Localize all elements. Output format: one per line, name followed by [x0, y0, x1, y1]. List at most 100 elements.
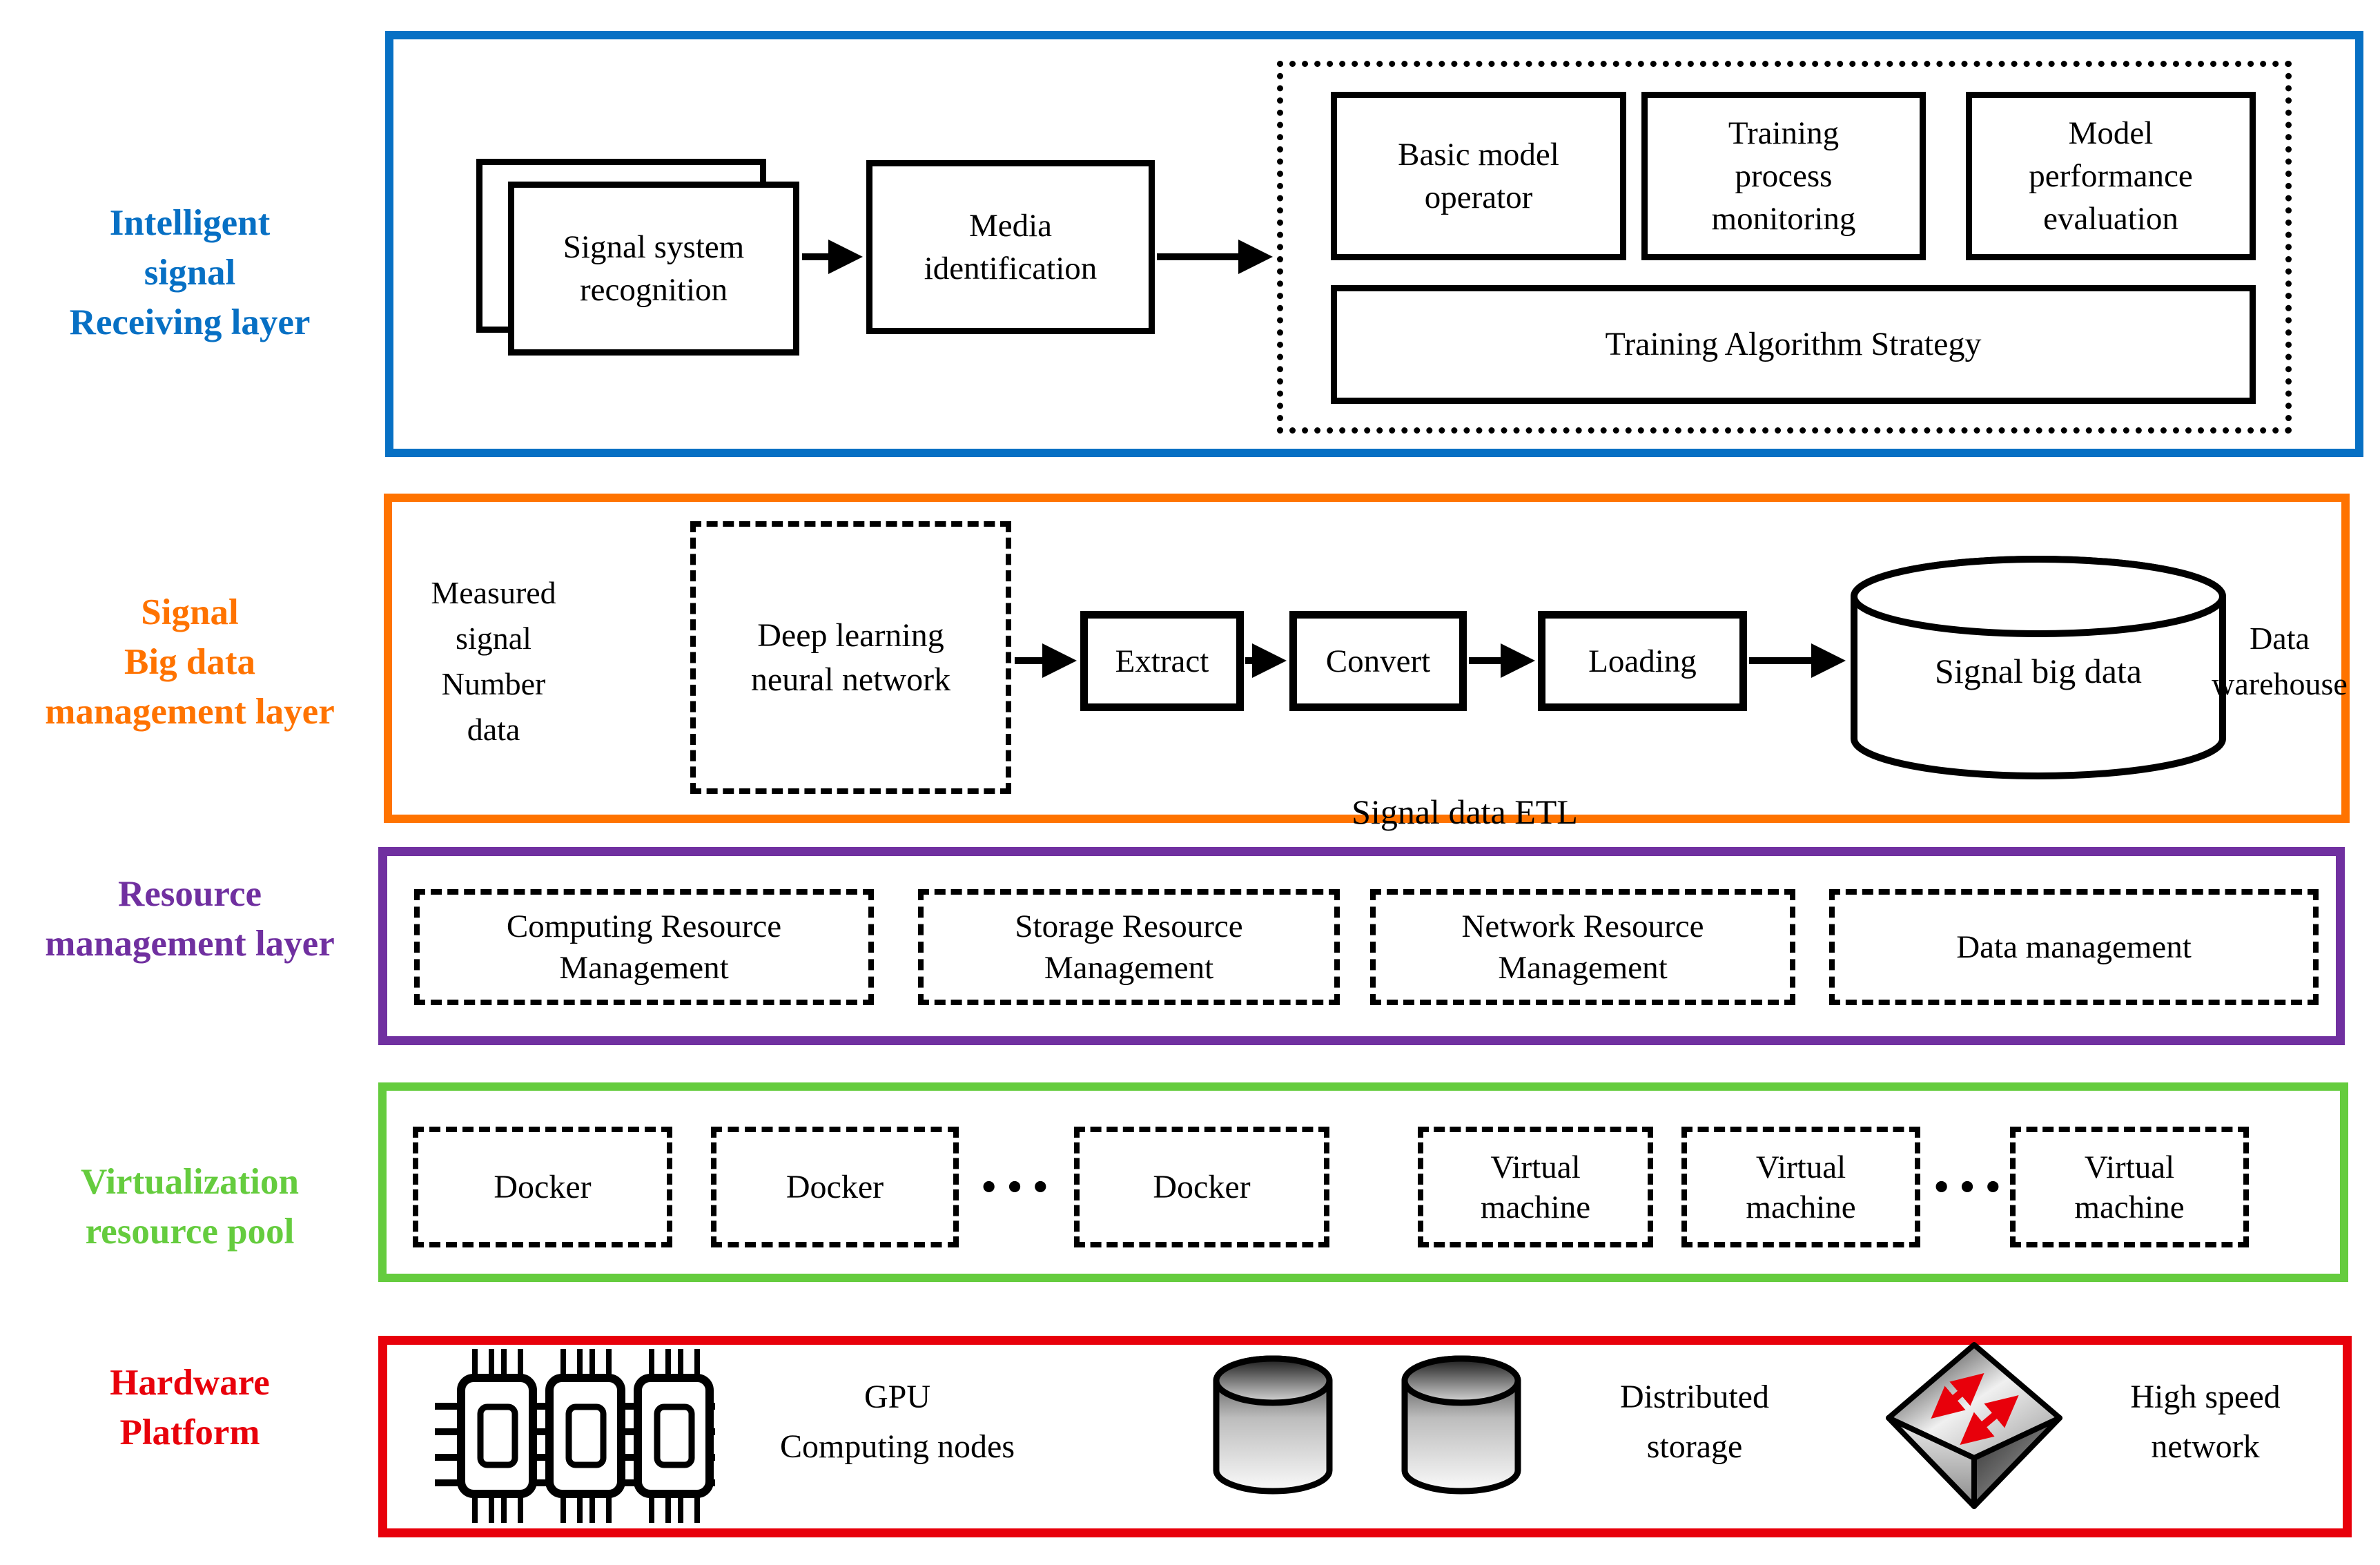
text-line: network [2151, 1428, 2260, 1465]
text-line: machine [2074, 1189, 2185, 1225]
receiving-layer-frame [385, 31, 2363, 457]
high-speed-network-label: High speed network [2085, 1372, 2326, 1472]
text-line: Computing Resource [506, 908, 782, 944]
text-line: Storage Resource [1015, 908, 1243, 944]
text-line: Training Algorithm Strategy [1605, 326, 1982, 362]
text-line: Deep learning [757, 616, 944, 654]
text-line: Measured [431, 575, 556, 610]
text-line: Docker [786, 1168, 884, 1205]
hardware-layer-frame [378, 1336, 2352, 1537]
text-line: Number [441, 666, 546, 701]
computing-resource-management-box: Computing Resource Management [414, 889, 874, 1005]
label-virtualization-resource-pool: Virtualization resource pool [7, 1157, 373, 1256]
text-line: Training [1728, 115, 1840, 151]
docker-box-2: Docker [711, 1127, 959, 1247]
network-resource-management-box: Network Resource Management [1370, 889, 1795, 1005]
text-line: recognition [579, 272, 728, 308]
text-line: Basic model [1398, 137, 1559, 173]
distributed-storage-icon [1213, 1355, 1521, 1495]
text-line: data [467, 712, 520, 747]
gpu-computing-nodes-label: GPU Computing nodes [745, 1372, 1049, 1472]
label-line: signal [144, 253, 236, 293]
training-process-monitoring-box: Training process monitoring [1641, 92, 1926, 260]
label-line: Virtualization [80, 1162, 299, 1202]
text-line: Convert [1325, 643, 1431, 679]
label-hardware-platform: Hardware Platform [7, 1358, 373, 1457]
label-line: Signal [141, 592, 239, 632]
text-line: Media [968, 208, 1053, 244]
distributed-storage-label: Distributed storage [1581, 1372, 1808, 1472]
label-signal-big-data-management-layer: Signal Big data management layer [7, 587, 373, 737]
label-line: resource pool [85, 1212, 295, 1252]
label-resource-management-layer: Resource management layer [7, 869, 373, 969]
loading-box: Loading [1538, 611, 1747, 711]
text-line: Distributed [1620, 1379, 1769, 1415]
docker-box-3: Docker [1074, 1127, 1329, 1247]
training-algorithm-strategy-box: Training Algorithm Strategy [1331, 285, 2256, 404]
resource-layer-frame [378, 847, 2345, 1045]
label-line: management layer [45, 692, 335, 732]
docker-box-1: Docker [413, 1127, 672, 1247]
text-line: Virtual [2084, 1149, 2175, 1185]
data-warehouse-label: Data warehouse [2209, 616, 2350, 707]
text-line: Virtual [1755, 1149, 1846, 1185]
text-line: identification [924, 251, 1098, 286]
data-management-box: Data management [1829, 889, 2319, 1005]
text-line: Management [1044, 950, 1214, 986]
measured-signal-text: Measured signal Number data [387, 570, 601, 752]
text-line: Docker [494, 1168, 592, 1205]
virtualization-layer-frame [378, 1082, 2348, 1282]
text-line: Data management [1956, 929, 2192, 965]
text-line: operator [1424, 179, 1533, 215]
label-line: Intelligent [109, 203, 271, 243]
signal-big-data-label: Signal big data [1857, 649, 2220, 693]
media-identification-box: Media identification [866, 160, 1155, 334]
text-line: Signal data ETL [1352, 793, 1578, 831]
text-line: GPU [864, 1379, 931, 1415]
text-line: process [1735, 158, 1833, 194]
text-line: Computing nodes [779, 1428, 1015, 1465]
network-switch-icon [1886, 1342, 2062, 1509]
gpu-chips-icon [435, 1349, 715, 1523]
text-line: Model [2068, 115, 2154, 151]
basic-model-operator-box: Basic model operator [1331, 92, 1626, 260]
docker-ellipsis: ··· [977, 1148, 1055, 1225]
text-line: evaluation [2043, 201, 2178, 237]
virtual-machine-box-1: Virtual machine [1418, 1127, 1653, 1247]
text-line: Virtual [1490, 1149, 1581, 1185]
virtual-machine-box-3: Virtual machine [2010, 1127, 2249, 1247]
label-line: Resource [117, 874, 262, 914]
signal-big-data-cylinder [1851, 556, 2226, 779]
virtual-machine-box-2: Virtual machine [1681, 1127, 1920, 1247]
text-line: Signal big data [1935, 652, 2142, 690]
label-line: management layer [45, 924, 335, 964]
text-line: warehouse [2212, 666, 2348, 701]
text-line: Management [1498, 950, 1668, 986]
model-performance-evaluation-box: Model performance evaluation [1966, 92, 2256, 260]
label-line: Big data [124, 642, 255, 682]
signal-data-etl-caption: Signal data ETL [1258, 791, 1672, 833]
text-line: Network Resource [1461, 908, 1704, 944]
text-line: Docker [1153, 1168, 1251, 1205]
text-line: Loading [1588, 643, 1697, 679]
vm-ellipsis: ··· [1929, 1148, 2008, 1225]
text-line: Management [559, 950, 729, 986]
bigdata-layer-frame [384, 494, 2350, 823]
label-line: Hardware [110, 1363, 270, 1403]
text-line: Data [2250, 621, 2310, 656]
text-line: monitoring [1711, 201, 1856, 237]
text-line: machine [1480, 1189, 1591, 1225]
text-line: machine [1746, 1189, 1856, 1225]
convert-box: Convert [1289, 611, 1467, 711]
text-line: performance [2029, 158, 2193, 194]
text-line: neural network [750, 661, 951, 698]
text-line: High speed [2130, 1379, 2281, 1415]
storage-resource-management-box: Storage Resource Management [918, 889, 1340, 1005]
label-line: Platform [119, 1412, 260, 1452]
extract-box: Extract [1080, 611, 1244, 711]
text-line: Extract [1115, 643, 1209, 679]
label-line: Receiving layer [69, 302, 311, 342]
text-line: signal [456, 621, 531, 656]
deep-learning-neural-network-box: Deep learning neural network [690, 521, 1011, 794]
